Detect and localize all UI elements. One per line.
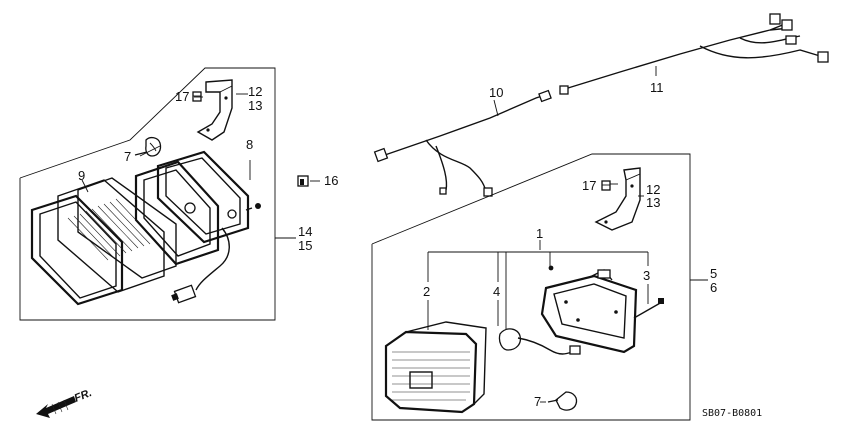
callout-8: 8 <box>246 137 253 152</box>
foglight-assembly-group <box>371 153 708 421</box>
callout-1: 1 <box>536 226 543 241</box>
headlight-connector <box>171 227 230 304</box>
callout-3: 3 <box>643 268 650 283</box>
fog-light-bulb <box>547 391 578 411</box>
front-direction-arrow <box>36 396 76 418</box>
clip-nut <box>601 180 611 191</box>
callout-10: 10 <box>489 85 503 100</box>
callout-2: 2 <box>423 284 430 299</box>
callout-12-left: 12 <box>248 84 262 99</box>
callout-5: 5 <box>710 266 717 281</box>
mounting-screw <box>633 298 664 319</box>
callout-6: 6 <box>710 280 717 295</box>
headlight-housing <box>156 150 250 244</box>
headlight-assembly-group <box>19 67 296 321</box>
callout-11: 11 <box>650 80 664 95</box>
bulb-socket <box>498 328 581 355</box>
callout-7-right: 7 <box>534 394 541 409</box>
callout-16: 16 <box>324 173 338 188</box>
callout-12-right: 12 <box>646 182 660 197</box>
screw <box>255 203 261 209</box>
fog-light-housing <box>540 269 638 354</box>
callout-4: 4 <box>493 284 500 299</box>
callout-17-left: 17 <box>175 89 189 104</box>
callout-13-right: 13 <box>646 195 660 210</box>
wire-harness <box>373 13 829 197</box>
diagram-code: SB07-B0801 <box>702 408 762 419</box>
callout-14: 14 <box>298 224 312 239</box>
headlight-rim <box>30 194 124 306</box>
headlight-group-outline <box>19 67 276 321</box>
front-direction-label: FR. <box>73 387 94 405</box>
clip-nut <box>192 91 202 102</box>
callout-7-left: 7 <box>124 149 131 164</box>
foglight-bracket <box>594 167 641 231</box>
fog-light-lens <box>384 321 487 414</box>
callout-17-right: 17 <box>582 178 596 193</box>
screw <box>548 265 554 271</box>
headlight-mount-ring <box>134 160 220 266</box>
wiring-clip <box>297 175 320 187</box>
callout-15: 15 <box>298 238 312 253</box>
headlight-bracket <box>196 79 233 141</box>
foglight-group-outline <box>371 153 691 421</box>
callout-13-left: 13 <box>248 98 262 113</box>
callout-9: 9 <box>78 168 85 183</box>
headlight-bulb <box>134 136 162 157</box>
